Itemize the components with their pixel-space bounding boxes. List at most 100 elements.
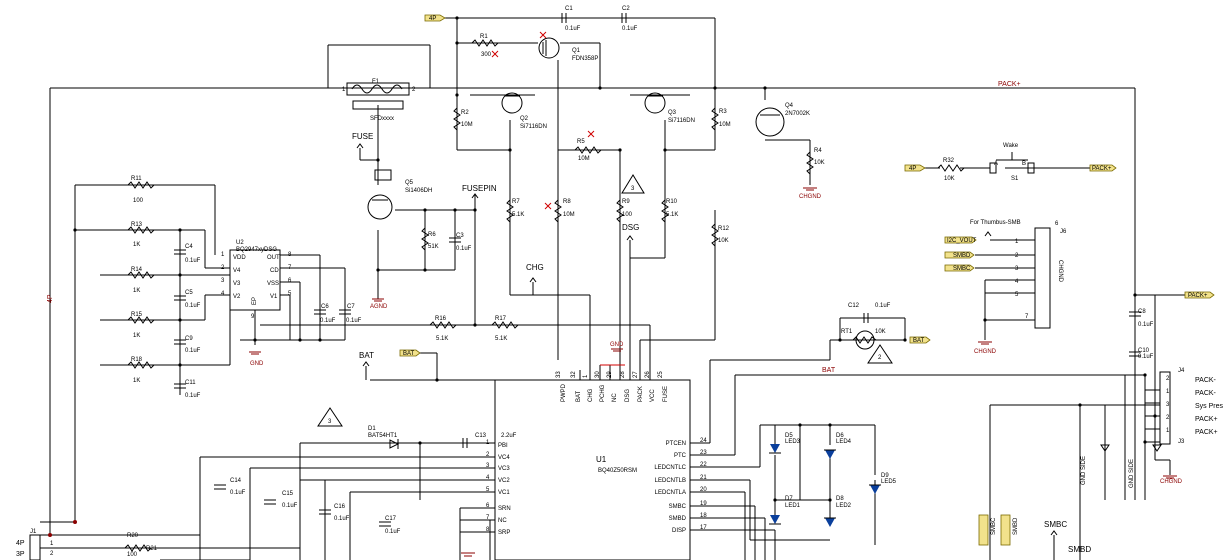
svg-text:J6: J6 [1060, 229, 1067, 235]
svg-text:C11: C11 [185, 380, 196, 386]
svg-text:C5: C5 [185, 290, 193, 296]
ground-gnd-u1: GND [600, 342, 625, 366]
resistor-r16: R16 5.1K [429, 316, 457, 342]
svg-text:SMBD: SMBD [1068, 545, 1091, 554]
resistor-r9: R9 100 [616, 199, 633, 223]
svg-text:D6: D6 [836, 433, 844, 439]
u1-right-pin-num: 24 [700, 438, 707, 444]
svg-text:7: 7 [288, 265, 292, 271]
svg-text:0.1uF: 0.1uF [334, 516, 350, 522]
u1-left-pin-label: SRP [498, 530, 510, 536]
capacitor-c15: C15 0.1uF [264, 491, 298, 509]
svg-text:Q1: Q1 [572, 48, 581, 54]
resistor-r14: R14 1K [127, 267, 155, 294]
svg-text:0.1uF: 0.1uF [565, 26, 581, 32]
u1-top-pin-num: 29 [607, 371, 613, 378]
svg-text:J4: J4 [1178, 368, 1185, 374]
svg-text:OUT: OUT [267, 255, 280, 261]
u1-right-pin-label: LEDCNTLA [655, 490, 686, 496]
u1-right-pin-num: 22 [700, 462, 707, 468]
svg-text:V3: V3 [233, 281, 241, 287]
svg-text:R2: R2 [461, 110, 469, 116]
svg-text:Si7116DN: Si7116DN [520, 124, 547, 130]
tag-4p-top: 4P [424, 14, 446, 22]
u1-right-pin-num: 19 [700, 501, 707, 507]
svg-text:BAT: BAT [822, 367, 836, 374]
svg-text:V1: V1 [270, 294, 278, 300]
svg-text:LED3: LED3 [785, 439, 801, 445]
svg-text:VSS: VSS [267, 281, 279, 287]
u1-top-pin-num: 30 [595, 371, 601, 378]
svg-text:SMBC: SMBC [991, 517, 997, 535]
svg-text:R18: R18 [131, 357, 143, 363]
svg-text:PACK+: PACK+ [1195, 416, 1218, 423]
u1-right-pin-label: LEDCNTLC [654, 465, 686, 471]
gnd-side-2: GND SIDE [1129, 444, 1162, 488]
tag-smbd-bottom: SMBD [1000, 514, 1019, 546]
svg-text:6: 6 [1055, 221, 1059, 227]
svg-text:1: 1 [221, 252, 225, 258]
mosfet-q5: Q5 Si1406DH [367, 169, 432, 220]
svg-text:R6: R6 [428, 232, 436, 238]
svg-text:2: 2 [1015, 253, 1019, 259]
ic-u1: U1 BQ40Z50RSM [494, 379, 691, 560]
u1-top-pin-num: 28 [620, 371, 626, 378]
svg-text:R9: R9 [622, 199, 630, 205]
svg-text:10K: 10K [718, 238, 729, 244]
svg-text:4P: 4P [47, 294, 54, 303]
svg-text:LED2: LED2 [836, 503, 852, 509]
ground-agnd: AGND [370, 295, 388, 310]
mosfet-q3: Q3 Si7116DN [644, 92, 695, 124]
u1-top-pin-label: PCHG [600, 384, 606, 402]
svg-text:CHGND: CHGND [1057, 260, 1063, 283]
capacitor-c8: C8 0.1uF [1129, 309, 1154, 328]
svg-text:0.1uF: 0.1uF [1138, 354, 1154, 360]
resistor-r5: R5 10M [574, 130, 602, 162]
tag-bat-b: BAT [909, 336, 931, 344]
svg-text:0.1uF: 0.1uF [346, 318, 362, 324]
svg-text:V4: V4 [233, 268, 241, 274]
u1-left-pin-num: 2 [486, 452, 490, 458]
u1-right-pin-label: DISP [672, 528, 686, 534]
svg-text:C7: C7 [347, 304, 355, 310]
svg-text:100: 100 [133, 198, 144, 204]
svg-text:Sys Pres: Sys Pres [1195, 403, 1224, 410]
tag-smbd: SMBD [944, 251, 975, 259]
u1-right-pin-label: SMBC [669, 504, 687, 510]
svg-text:10K: 10K [944, 176, 955, 182]
svg-text:0.1uF: 0.1uF [1138, 322, 1154, 328]
u1-left-pin-label: VC1 [498, 490, 510, 496]
tag-smbc-bottom: SMBC [978, 514, 997, 546]
svg-text:BAT: BAT [913, 338, 925, 344]
svg-text:I2C_VOUT: I2C_VOUT [947, 238, 977, 244]
u1-right-pin-num: 17 [700, 525, 707, 531]
gnd-side-1: GND SIDE [1081, 444, 1110, 485]
ground-bottom-u1 [461, 552, 475, 557]
resistor-r10: R10 5.1K [661, 199, 678, 223]
u1-left-pin-label: VC3 [498, 466, 510, 472]
u1-left-pin-label: VC2 [498, 478, 510, 484]
svg-text:0.1uF: 0.1uF [456, 246, 472, 252]
u1-top-pin-label: NC [612, 393, 618, 402]
ground-gnd-u2: GND [249, 351, 264, 367]
u1-left-pin-label: VC4 [498, 455, 510, 461]
u1-left-pin-label: PBI [498, 443, 508, 449]
svg-text:EP: EP [252, 297, 258, 305]
svg-text:Q2: Q2 [520, 116, 529, 122]
svg-text:BAT: BAT [403, 351, 415, 357]
svg-text:PACK+: PACK+ [998, 81, 1021, 88]
svg-text:SMBD: SMBD [953, 253, 971, 259]
svg-text:LED1: LED1 [785, 503, 801, 509]
capacitor-c17: C17 0.1uF [379, 516, 401, 535]
svg-text:R13: R13 [131, 222, 143, 228]
svg-text:Q3: Q3 [668, 110, 677, 116]
led-d7: D7 LED1 [769, 496, 801, 525]
ground-chgnd-j3: CHGND [1160, 475, 1183, 485]
capacitor-c7: C7 0.1uF [339, 304, 362, 324]
svg-text:PACK-: PACK- [1195, 390, 1217, 397]
svg-text:U1: U1 [596, 455, 607, 464]
led-d9: D9 LED5 [869, 473, 897, 494]
resistor-r6: R6 51K [421, 227, 439, 251]
svg-text:1: 1 [1166, 389, 1170, 395]
